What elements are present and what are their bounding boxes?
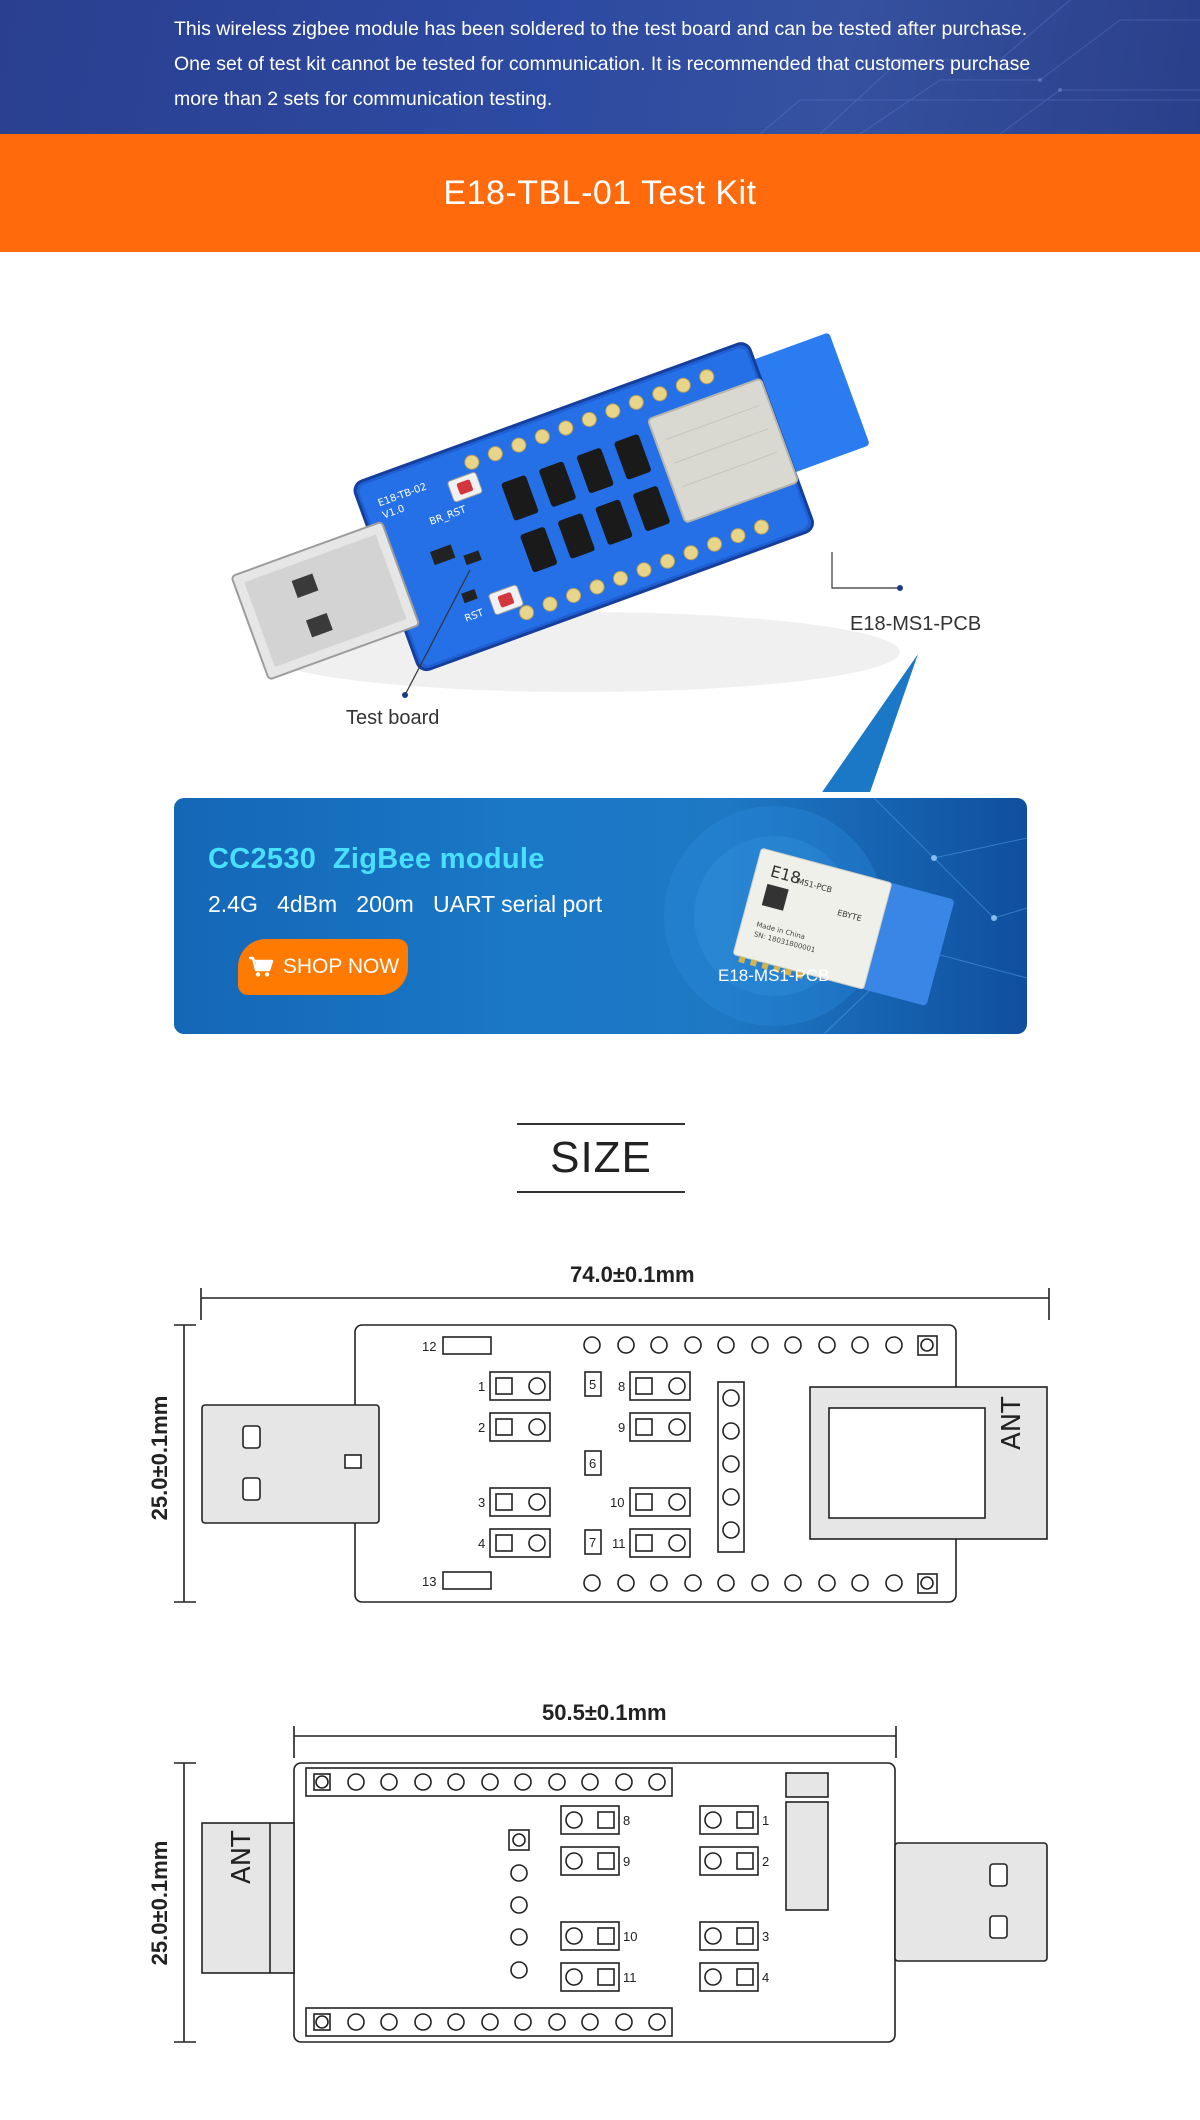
bottom-width-label: 50.5±0.1mm <box>542 1700 667 1725</box>
pin-12: 12 <box>422 1339 436 1354</box>
pin-1: 1 <box>478 1379 485 1394</box>
callout-module: E18-MS1-PCB <box>850 613 982 635</box>
ant-label-bottom: ANT <box>227 1831 257 1884</box>
bottom-pin-10: 10 <box>623 1929 637 1944</box>
pin-9: 9 <box>618 1420 625 1435</box>
pin-7: 7 <box>589 1535 596 1550</box>
test-kit-illustration: E18-TB-02 V1.0 BR_RST RST <box>231 333 918 792</box>
banner-subtitle: 2.4G 4dBm 200m UART serial port <box>208 891 603 917</box>
bottom-pin-1: 1 <box>762 1813 769 1828</box>
banner-background: E18 MS1-PCB EBYTE Made in China SN: 1803… <box>664 798 1027 1034</box>
pin-4: 4 <box>478 1536 485 1551</box>
pin-10: 10 <box>610 1495 624 1510</box>
bottom-view-drawing: 8 9 10 11 1 2 3 4 ANT 50.5±0.1mm 25.0±0.… <box>0 1688 1200 2048</box>
pin-11: 11 <box>612 1536 626 1551</box>
callout-test-board: Test board <box>346 707 440 729</box>
pin-6: 6 <box>589 1456 596 1471</box>
banner-module-label: E18-MS1-PCB <box>718 966 830 985</box>
shop-now-label: SHOP NOW <box>282 955 400 978</box>
shop-now-button[interactable]: SHOP NOW <box>238 939 408 995</box>
size-heading: SIZE <box>517 1123 685 1193</box>
shopping-cart-icon <box>248 956 274 977</box>
pin-8: 8 <box>618 1379 625 1394</box>
bottom-pin-3: 3 <box>762 1929 769 1944</box>
module-graphic: E18 MS1-PCB EBYTE Made in China SN: 1803… <box>733 848 954 1006</box>
module-shield <box>647 378 799 523</box>
notice-text: This wireless zigbee module has been sol… <box>174 18 1031 110</box>
top-view-svg: 12 13 1 2 3 4 8 9 10 11 5 6 7 ANT <box>174 1288 1050 1603</box>
pin-3: 3 <box>478 1495 485 1510</box>
banner-title: CC2530 ZigBee module <box>208 843 545 875</box>
bottom-view-svg: 8 9 10 11 1 2 3 4 ANT <box>174 1726 1048 2043</box>
top-width-label: 74.0±0.1mm <box>570 1262 695 1287</box>
page-title: E18-TBL-01 Test Kit <box>443 173 757 212</box>
top-height-label: 25.0±0.1mm <box>147 1395 172 1521</box>
decorative-grid <box>759 0 1200 134</box>
top-view-drawing: 12 13 1 2 3 4 8 9 10 11 5 6 7 ANT 74.0±0… <box>0 1250 1200 1620</box>
bottom-pin-8: 8 <box>623 1813 630 1828</box>
notice-banner: This wireless zigbee module has been sol… <box>0 0 1200 134</box>
product-illustration: E18-TB-02 V1.0 BR_RST RST E18-MS1-PCB Te… <box>0 252 1200 792</box>
pin-5: 5 <box>589 1377 596 1392</box>
bottom-height-label: 25.0±0.1mm <box>147 1840 172 1966</box>
pin-2: 2 <box>478 1420 485 1435</box>
module-promo-banner: E18 MS1-PCB EBYTE Made in China SN: 1803… <box>174 798 1027 1034</box>
title-bar: E18-TBL-01 Test Kit <box>0 134 1200 252</box>
bottom-pin-4: 4 <box>762 1970 769 1985</box>
bottom-pin-2: 2 <box>762 1854 769 1869</box>
bottom-pin-9: 9 <box>623 1854 630 1869</box>
ant-label-top: ANT <box>997 1397 1027 1450</box>
pin-13: 13 <box>422 1574 436 1589</box>
bottom-pin-11: 11 <box>623 1970 637 1985</box>
size-heading-text: SIZE <box>550 1133 652 1182</box>
